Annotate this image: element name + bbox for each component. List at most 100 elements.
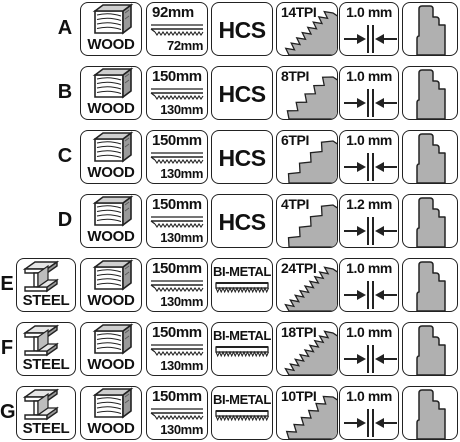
steel-beam-icon bbox=[22, 324, 60, 357]
wood-label: WOOD bbox=[87, 228, 135, 245]
working-length: 130mm bbox=[160, 358, 203, 373]
wood-label: WOOD bbox=[87, 100, 135, 117]
teeth-per-inch-cell: 8TPI bbox=[276, 66, 338, 120]
blade-row: C WOOD 150mm 130mm HCS 6TPI 1.0 mm bbox=[0, 128, 460, 184]
row-label: E bbox=[0, 273, 14, 295]
wood-plank-icon bbox=[92, 259, 134, 291]
total-length: 150mm bbox=[152, 196, 202, 213]
wood-label: WOOD bbox=[87, 292, 135, 309]
wood-plank-icon bbox=[92, 195, 134, 227]
blade-material-cell: HCS bbox=[211, 66, 273, 120]
blade-material-cell: HCS bbox=[211, 130, 273, 184]
blade-teeth-icon bbox=[284, 10, 337, 55]
blade-material-cell: BI-METAL bbox=[211, 322, 273, 376]
blade-thickness-cell: 1.0 mm bbox=[339, 130, 399, 184]
blade-material-label: BI-METAL bbox=[213, 328, 271, 343]
thickness-label: 1.0 mm bbox=[346, 324, 392, 340]
t-shank-icon bbox=[416, 69, 446, 119]
blade-teeth-icon bbox=[284, 266, 337, 311]
working-length: 72mm bbox=[167, 38, 203, 53]
shank-type-cell bbox=[402, 2, 458, 56]
steel-material-cell: STEEL bbox=[16, 322, 76, 376]
wood-material-cell: WOOD bbox=[80, 258, 142, 312]
blade-material-cell: HCS bbox=[211, 194, 273, 248]
steel-beam-icon bbox=[22, 260, 60, 293]
wood-label: WOOD bbox=[87, 164, 135, 181]
shank-type-cell bbox=[402, 322, 458, 376]
blade-length-icon bbox=[150, 408, 204, 420]
blade-length-icon bbox=[150, 88, 204, 100]
wood-plank-icon bbox=[92, 131, 134, 163]
wood-plank-icon bbox=[92, 387, 134, 419]
working-length: 130mm bbox=[160, 102, 203, 117]
blade-material-cell: BI-METAL bbox=[211, 386, 273, 440]
t-shank-icon bbox=[416, 133, 446, 183]
wood-material-cell: WOOD bbox=[80, 322, 142, 376]
blade-teeth-icon bbox=[215, 282, 269, 294]
blade-length-icon bbox=[150, 152, 204, 164]
shank-type-cell bbox=[402, 130, 458, 184]
thickness-label: 1.0 mm bbox=[346, 260, 392, 276]
steel-material-cell: STEEL bbox=[16, 386, 76, 440]
t-shank-icon bbox=[416, 389, 446, 439]
tpi-label: 6TPI bbox=[281, 132, 309, 148]
row-label: B bbox=[57, 81, 73, 103]
row-label: C bbox=[57, 145, 73, 167]
thickness-label: 1.0 mm bbox=[346, 388, 392, 404]
thickness-arrows-icon bbox=[344, 217, 397, 245]
tpi-label: 4TPI bbox=[281, 196, 309, 212]
working-length: 130mm bbox=[160, 422, 203, 437]
wood-material-cell: WOOD bbox=[80, 386, 142, 440]
wood-plank-icon bbox=[92, 3, 134, 35]
blade-length-icon bbox=[150, 344, 204, 356]
thickness-arrows-icon bbox=[344, 153, 397, 181]
thickness-arrows-icon bbox=[344, 345, 397, 373]
t-shank-icon bbox=[416, 261, 446, 311]
thickness-label: 1.0 mm bbox=[346, 68, 392, 84]
blade-row: B WOOD 150mm 130mm HCS 8TPI 1.0 mm bbox=[0, 64, 460, 120]
blade-length-icon bbox=[150, 280, 204, 292]
blade-thickness-cell: 1.2 mm bbox=[339, 194, 399, 248]
blade-thickness-cell: 1.0 mm bbox=[339, 2, 399, 56]
blade-material-label: BI-METAL bbox=[213, 392, 271, 407]
total-length: 150mm bbox=[152, 132, 202, 149]
blade-teeth-icon bbox=[284, 330, 337, 375]
thickness-arrows-icon bbox=[344, 409, 397, 437]
t-shank-icon bbox=[416, 5, 446, 55]
steel-label: STEEL bbox=[22, 356, 70, 373]
blade-material-label: BI-METAL bbox=[213, 264, 271, 279]
wood-material-cell: WOOD bbox=[80, 194, 142, 248]
blade-teeth-icon bbox=[215, 346, 269, 358]
thickness-label: 1.2 mm bbox=[346, 196, 392, 212]
blade-material-cell: HCS bbox=[211, 2, 273, 56]
thickness-arrows-icon bbox=[344, 25, 397, 53]
blade-material-label: HCS bbox=[218, 81, 266, 107]
steel-beam-icon bbox=[22, 388, 60, 421]
tpi-label: 18TPI bbox=[281, 324, 317, 340]
blade-material-label: HCS bbox=[218, 209, 266, 235]
row-label: A bbox=[57, 17, 73, 39]
t-shank-icon bbox=[416, 325, 446, 375]
thickness-label: 1.0 mm bbox=[346, 132, 392, 148]
wood-label: WOOD bbox=[87, 420, 135, 437]
total-length: 150mm bbox=[152, 68, 202, 85]
blade-thickness-cell: 1.0 mm bbox=[339, 258, 399, 312]
steel-material-cell: STEEL bbox=[16, 258, 76, 312]
blade-teeth-icon bbox=[287, 140, 337, 183]
blade-length-icon bbox=[150, 216, 204, 228]
shank-type-cell bbox=[402, 258, 458, 312]
blade-material-cell: BI-METAL bbox=[211, 258, 273, 312]
steel-label: STEEL bbox=[22, 420, 70, 437]
blade-thickness-cell: 1.0 mm bbox=[339, 322, 399, 376]
blade-teeth-icon bbox=[215, 410, 269, 422]
working-length: 130mm bbox=[160, 166, 203, 181]
blade-material-label: HCS bbox=[218, 17, 266, 43]
shank-type-cell bbox=[402, 66, 458, 120]
